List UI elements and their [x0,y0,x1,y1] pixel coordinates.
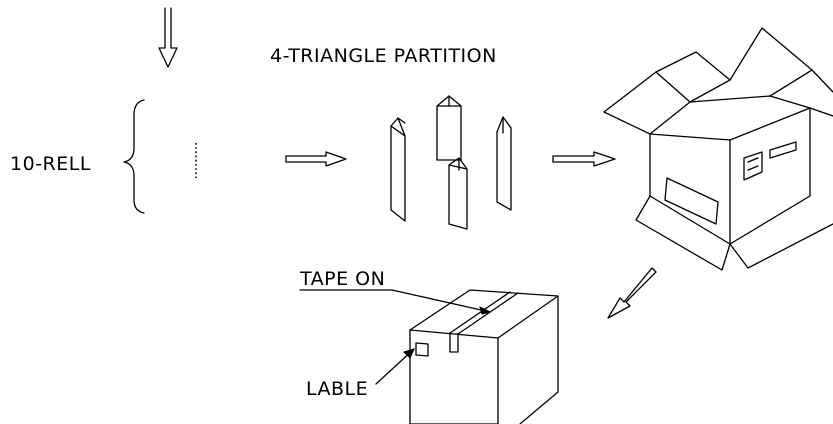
tape-label: TAPE ON [299,268,385,290]
triangle-partition-top [436,95,462,161]
triangle-partition-bottom [448,157,468,230]
partition-label: 4-TRIANGLE PARTITION [270,45,497,67]
tape-leader [299,289,492,315]
label-leader [375,348,415,385]
right-arrow-1 [285,151,347,167]
triangle-partition-left [390,117,406,222]
triangle-partition-right [496,116,512,211]
reel-count-label: 10-RELL [10,153,91,175]
tape-strip [449,291,519,353]
diagonal-arrow [607,267,657,319]
right-arrow-2 [552,151,616,167]
label-label: LABLE [306,378,368,400]
reel-brace [123,99,145,214]
open-box [603,27,833,271]
label-square [415,342,429,357]
down-arrow-top [158,7,178,68]
